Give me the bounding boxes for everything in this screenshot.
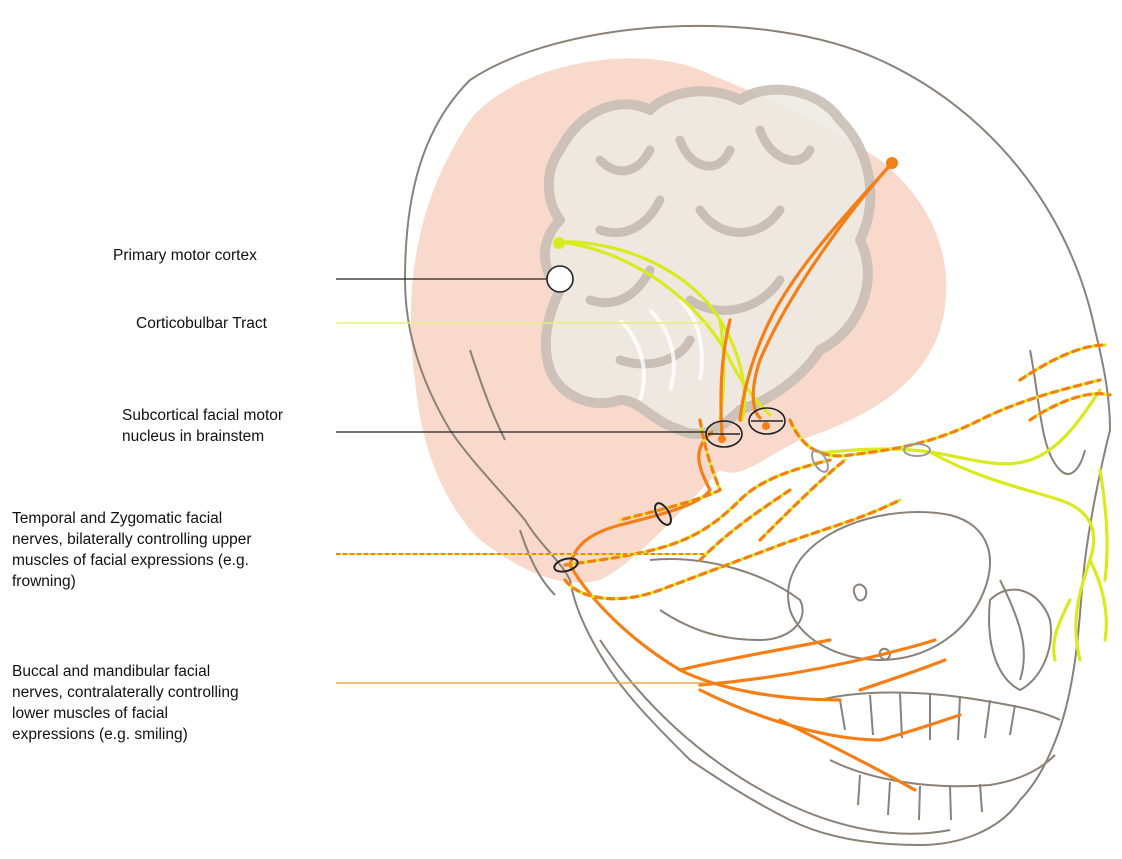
label-corticobulbar-tract: Corticobulbar Tract	[136, 313, 267, 334]
cortex-marker-circle	[547, 266, 573, 292]
label-line: muscles of facial expressions (e.g.	[12, 550, 252, 571]
nucleus-dot-orange	[718, 435, 726, 443]
label-line: expressions (e.g. smiling)	[12, 724, 239, 745]
nucleus-dot-orange-2	[762, 422, 770, 430]
label-buccal-mandibular-nerves: Buccal and mandibular facial nerves, con…	[12, 661, 239, 745]
cortex-dot-right	[886, 157, 898, 169]
cortex-dot-left	[553, 237, 565, 249]
label-line: frowning)	[12, 571, 252, 592]
label-line: lower muscles of facial	[12, 703, 239, 724]
label-line: Temporal and Zygomatic facial	[12, 508, 252, 529]
label-temporal-zygomatic-nerves: Temporal and Zygomatic facial nerves, bi…	[12, 508, 252, 592]
label-line: nucleus in brainstem	[122, 426, 283, 447]
label-line: Buccal and mandibular facial	[12, 661, 239, 682]
label-line: nerves, bilaterally controlling upper	[12, 529, 252, 550]
label-facial-motor-nucleus: Subcortical facial motor nucleus in brai…	[122, 405, 283, 447]
label-line: Subcortical facial motor	[122, 405, 283, 426]
label-line: nerves, contralaterally controlling	[12, 682, 239, 703]
label-primary-motor-cortex: Primary motor cortex	[113, 245, 257, 266]
